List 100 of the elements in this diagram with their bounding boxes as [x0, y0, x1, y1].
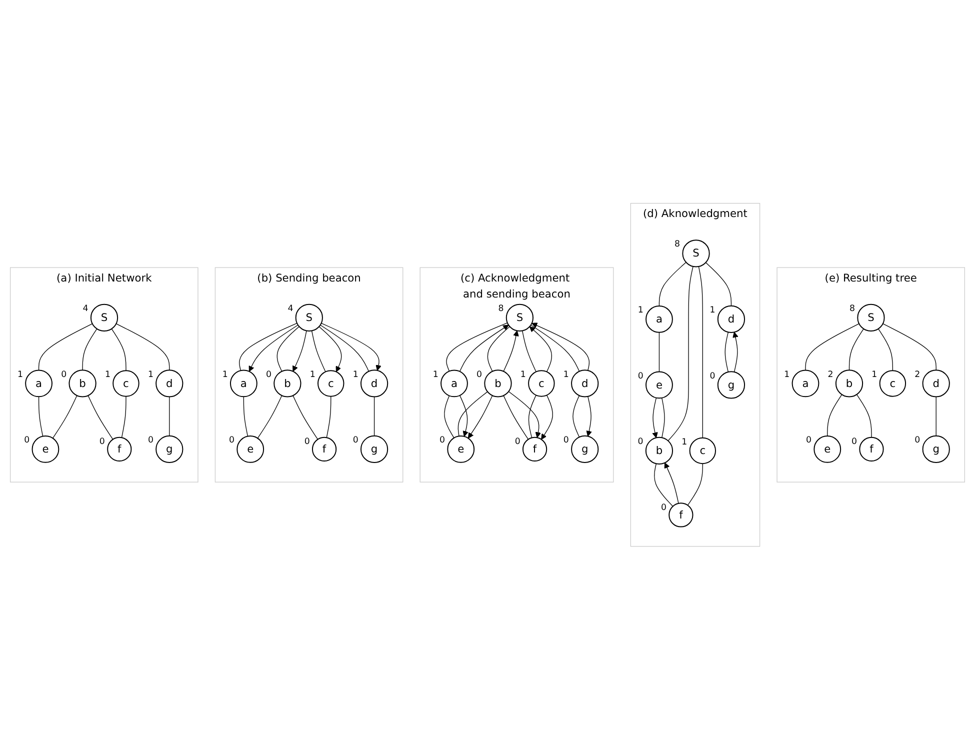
- connector: [530, 324, 580, 372]
- node-value: 0: [148, 435, 154, 446]
- connector: [705, 262, 732, 306]
- connector: [522, 330, 536, 372]
- node-circle: e: [32, 435, 60, 463]
- connector: [654, 463, 674, 506]
- arrow: [503, 330, 519, 372]
- node-value: 1: [310, 370, 316, 380]
- connector: [169, 396, 170, 436]
- node-circle: e: [646, 370, 673, 398]
- connector: [292, 394, 318, 440]
- node-value: 0: [229, 435, 234, 446]
- arrow: [664, 462, 679, 504]
- node-value: 0: [304, 436, 310, 447]
- connector: [698, 266, 703, 438]
- arrow: [248, 324, 298, 372]
- node-value: 1: [148, 369, 154, 380]
- node-value: 1: [563, 369, 569, 380]
- connector: [827, 394, 842, 436]
- connector: [848, 328, 864, 370]
- arrow: [459, 394, 468, 436]
- connector: [38, 323, 93, 370]
- arrow: [529, 326, 552, 372]
- node-value: 1: [352, 369, 358, 380]
- node-value: 0: [852, 436, 858, 447]
- node-value: 2: [828, 369, 834, 380]
- node-value: 0: [266, 369, 272, 380]
- node-value: 1: [638, 305, 644, 316]
- node-circle: f: [522, 436, 548, 462]
- node-circle: b: [835, 369, 864, 397]
- arrow: [541, 394, 554, 440]
- connector: [257, 394, 282, 438]
- arrow: [318, 326, 342, 372]
- node-circle: g: [156, 435, 184, 463]
- connector: [88, 394, 114, 440]
- connector: [487, 326, 510, 372]
- node-circle: a: [230, 369, 258, 397]
- arrow: [508, 390, 542, 438]
- node-value: 0: [476, 369, 482, 380]
- connector: [658, 332, 660, 372]
- node-value: 1: [872, 370, 878, 380]
- node-circle: e: [447, 435, 475, 463]
- arrow: [732, 332, 738, 372]
- node-circle: S: [857, 304, 885, 332]
- connector: [668, 266, 694, 441]
- node-circle: c: [879, 370, 906, 396]
- connector: [121, 396, 126, 438]
- node-value: 1: [222, 370, 228, 380]
- node-circle: b: [274, 369, 302, 397]
- node-circle: d: [156, 369, 184, 397]
- node-value: 1: [784, 370, 790, 380]
- node-circle: b: [645, 436, 674, 464]
- arrow: [292, 330, 307, 372]
- node-circle: f: [668, 502, 694, 527]
- node-circle: S: [682, 239, 710, 267]
- node-circle: S: [90, 304, 118, 332]
- node-circle: d: [571, 369, 599, 397]
- node-circle: a: [440, 369, 468, 397]
- node-value: 1: [710, 305, 716, 316]
- connector: [882, 323, 936, 370]
- node-circle: b: [68, 369, 96, 397]
- node-value: 0: [352, 435, 358, 446]
- node-circle: S: [295, 304, 323, 332]
- connector: [724, 331, 729, 372]
- node-circle: g: [571, 435, 599, 463]
- connector: [856, 394, 872, 438]
- connector: [572, 394, 580, 438]
- connector: [320, 324, 370, 372]
- connector: [446, 322, 508, 372]
- connector: [444, 395, 454, 438]
- connector: [805, 323, 860, 370]
- node-circle: e: [236, 435, 264, 463]
- node-value: 0: [660, 502, 666, 512]
- node-value: 1: [432, 370, 438, 380]
- node-value: 0: [710, 370, 716, 381]
- connector: [276, 326, 300, 372]
- arrow: [652, 397, 658, 438]
- node-circle: g: [922, 435, 950, 463]
- node-circle: c: [528, 370, 555, 396]
- node-value: 0: [638, 436, 644, 447]
- connector: [458, 391, 488, 436]
- node-circle: g: [717, 370, 746, 398]
- node-circle: c: [689, 437, 716, 464]
- node-circle: b: [484, 369, 512, 397]
- connector: [326, 396, 332, 438]
- node-circle: S: [506, 304, 534, 332]
- node-value: 8: [850, 304, 855, 314]
- node-value: 0: [914, 435, 920, 446]
- connector: [878, 328, 894, 371]
- node-circle: d: [360, 369, 388, 397]
- node-circle: c: [112, 370, 140, 396]
- node-value: 8: [674, 239, 680, 250]
- connector: [374, 396, 375, 436]
- node-value: 4: [288, 304, 294, 314]
- node-value: 0: [61, 369, 67, 380]
- node-value: 1: [17, 370, 23, 380]
- connector: [82, 328, 98, 370]
- node-circle: a: [646, 305, 673, 333]
- connector: [239, 322, 298, 371]
- node-value: 1: [104, 370, 110, 380]
